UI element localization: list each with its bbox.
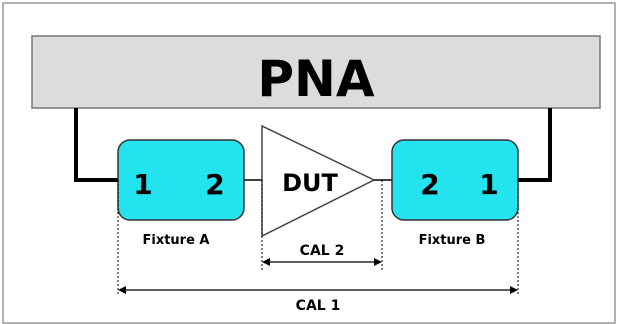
fixture-b-label: Fixture B <box>419 233 486 248</box>
cable-right <box>518 108 552 182</box>
cable-left <box>74 108 120 182</box>
cal1-arrowhead-right <box>510 286 518 294</box>
fixture-a-port-1: 1 <box>133 168 152 201</box>
fixture-a-label: Fixture A <box>142 233 209 248</box>
pna-box <box>31 35 601 109</box>
fixture-a-port-2: 2 <box>205 168 224 201</box>
fixture-b-box <box>391 139 519 221</box>
fixture-b-port-1: 1 <box>479 168 498 201</box>
cal2-label: CAL 2 <box>300 243 345 259</box>
cal1-arrowhead-left <box>118 286 126 294</box>
cal1-label: CAL 1 <box>296 298 341 314</box>
fixture-b-port-2: 2 <box>420 168 439 201</box>
dut-label: DUT <box>282 169 338 197</box>
cal2-arrowhead-right <box>374 258 382 266</box>
pna-label: PNA <box>257 50 374 108</box>
cal2-arrowhead-left <box>262 258 270 266</box>
